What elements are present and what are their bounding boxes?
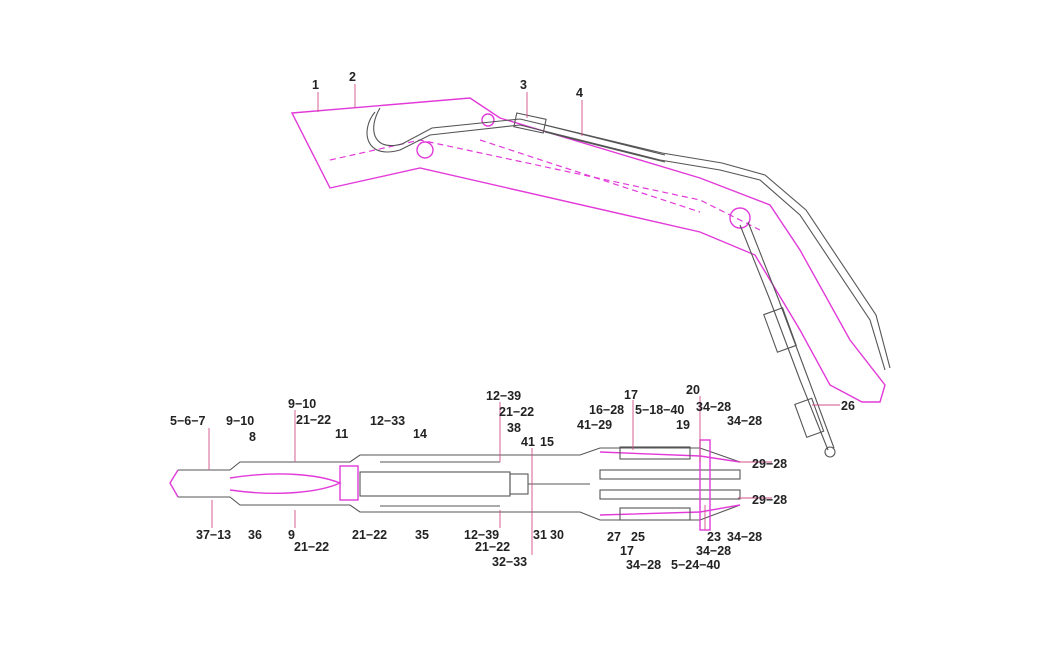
- callout: 29−28: [752, 493, 787, 507]
- callout: 21−22: [296, 413, 331, 427]
- callout: 12−33: [370, 414, 405, 428]
- callout: 8: [249, 430, 256, 444]
- callout: 21−22: [294, 540, 329, 554]
- callout: 34−28: [696, 400, 731, 414]
- callout: 21−22: [352, 528, 387, 542]
- callout-3: 3: [520, 78, 527, 92]
- callout: 9−10: [288, 397, 316, 411]
- callout: 19: [676, 418, 690, 432]
- callout: 17: [624, 388, 638, 402]
- callout: 37−13: [196, 528, 231, 542]
- part-callouts: 1 2 3 4 26 5−6−7 9−10 8 9−10 21−22 11 12…: [170, 70, 855, 572]
- callout: 5−24−40: [671, 558, 720, 572]
- callout: 35: [415, 528, 429, 542]
- callout: 31: [533, 528, 547, 542]
- callout: 5−18−40: [635, 403, 684, 417]
- callout: 9: [288, 528, 295, 542]
- callout: 34−28: [727, 414, 762, 428]
- callout: 23: [707, 530, 721, 544]
- callout: 12−39: [464, 528, 499, 542]
- callout: 29−28: [752, 457, 787, 471]
- boom-plan-view: [169, 396, 772, 555]
- boom-side-view: [290, 84, 891, 458]
- callout: 5−6−7: [170, 414, 206, 428]
- callout: 27: [607, 530, 621, 544]
- callout: 15: [540, 435, 554, 449]
- callout: 34−28: [696, 544, 731, 558]
- callout: 34−28: [727, 530, 762, 544]
- callout: 12−39: [486, 389, 521, 403]
- callout-4: 4: [576, 86, 583, 100]
- callout-2: 2: [349, 70, 356, 84]
- callout: 21−22: [499, 405, 534, 419]
- callout: 25: [631, 530, 645, 544]
- callout: 38: [507, 421, 521, 435]
- callout-1: 1: [312, 78, 319, 92]
- callout: 41: [521, 435, 535, 449]
- callout: 30: [550, 528, 564, 542]
- callout: 32−33: [492, 555, 527, 569]
- callout: 34−28: [626, 558, 661, 572]
- callout: 20: [686, 383, 700, 397]
- callout: 11: [335, 427, 348, 441]
- callout: 41−29: [577, 418, 612, 432]
- callout: 9−10: [226, 414, 254, 428]
- callout-26: 26: [841, 399, 855, 413]
- callout: 17: [620, 544, 634, 558]
- callout: 16−28: [589, 403, 624, 417]
- callout: 21−22: [475, 540, 510, 554]
- callout: 36: [248, 528, 262, 542]
- callout: 14: [413, 427, 427, 441]
